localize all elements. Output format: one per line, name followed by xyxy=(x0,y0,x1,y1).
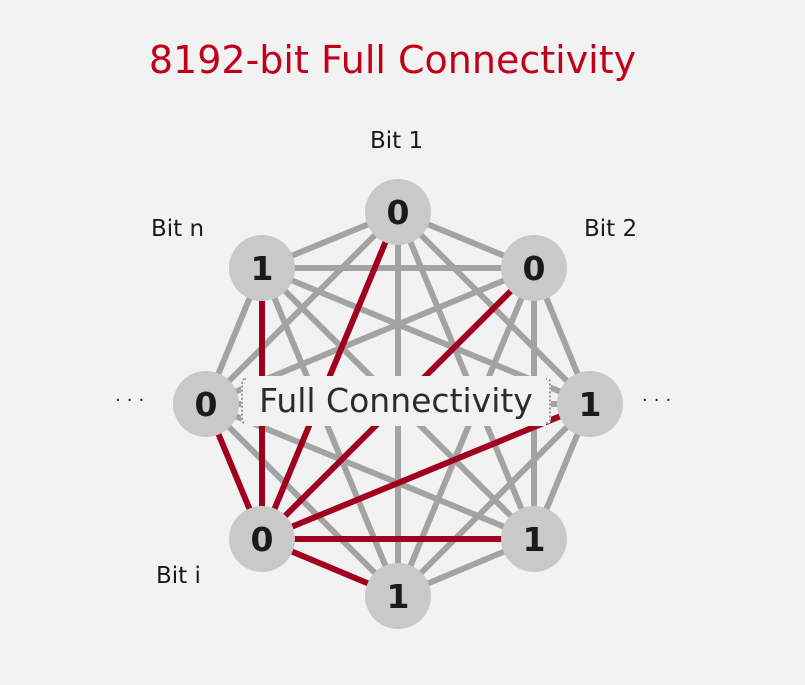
node-circle-bottom xyxy=(365,563,431,629)
node-value-bottom-left: 0 xyxy=(251,520,274,559)
nodes-group: 0 0 1 1 1 0 0 1 xyxy=(173,179,623,629)
center-label: Full Connectivity xyxy=(246,376,546,426)
node-value-left: 0 xyxy=(195,385,218,424)
node-value-top: 0 xyxy=(387,193,410,232)
bit-n-label: Bit n xyxy=(151,216,205,242)
node-bottom-right: 1 xyxy=(501,506,567,572)
node-left: 0 xyxy=(173,371,239,437)
node-top-right: 0 xyxy=(501,235,567,301)
edge-top-bottom-left xyxy=(259,210,401,541)
node-value-right: 1 xyxy=(579,385,602,424)
node-circle-top xyxy=(365,179,431,245)
node-circle-left xyxy=(173,371,239,437)
node-value-top-left: 1 xyxy=(251,249,274,288)
diagram-title: 8192-bit Full Connectivity xyxy=(148,38,637,82)
node-bottom-left: 0 xyxy=(229,506,295,572)
node-circle-top-left xyxy=(229,235,295,301)
ellipsis-left: ··· xyxy=(115,390,151,411)
node-bottom: 1 xyxy=(365,563,431,629)
edges-group xyxy=(203,209,593,599)
node-top-left: 1 xyxy=(229,235,295,301)
node-circle-bottom-right xyxy=(501,506,567,572)
node-value-bottom-right: 1 xyxy=(523,520,546,559)
node-value-bottom: 1 xyxy=(387,577,410,616)
edge-right-bottom-left xyxy=(260,401,592,542)
bit-1-label: Bit 1 xyxy=(370,128,424,154)
bit-i-label: Bit i xyxy=(156,563,201,589)
node-right: 1 xyxy=(557,371,623,437)
node-top: 0 xyxy=(365,179,431,245)
bit-2-label: Bit 2 xyxy=(584,216,638,242)
node-circle-bottom-left xyxy=(229,506,295,572)
node-value-top-right: 0 xyxy=(523,249,546,288)
node-circle-right xyxy=(557,371,623,437)
node-circle-top-right xyxy=(501,235,567,301)
ellipsis-right: ··· xyxy=(642,390,678,411)
